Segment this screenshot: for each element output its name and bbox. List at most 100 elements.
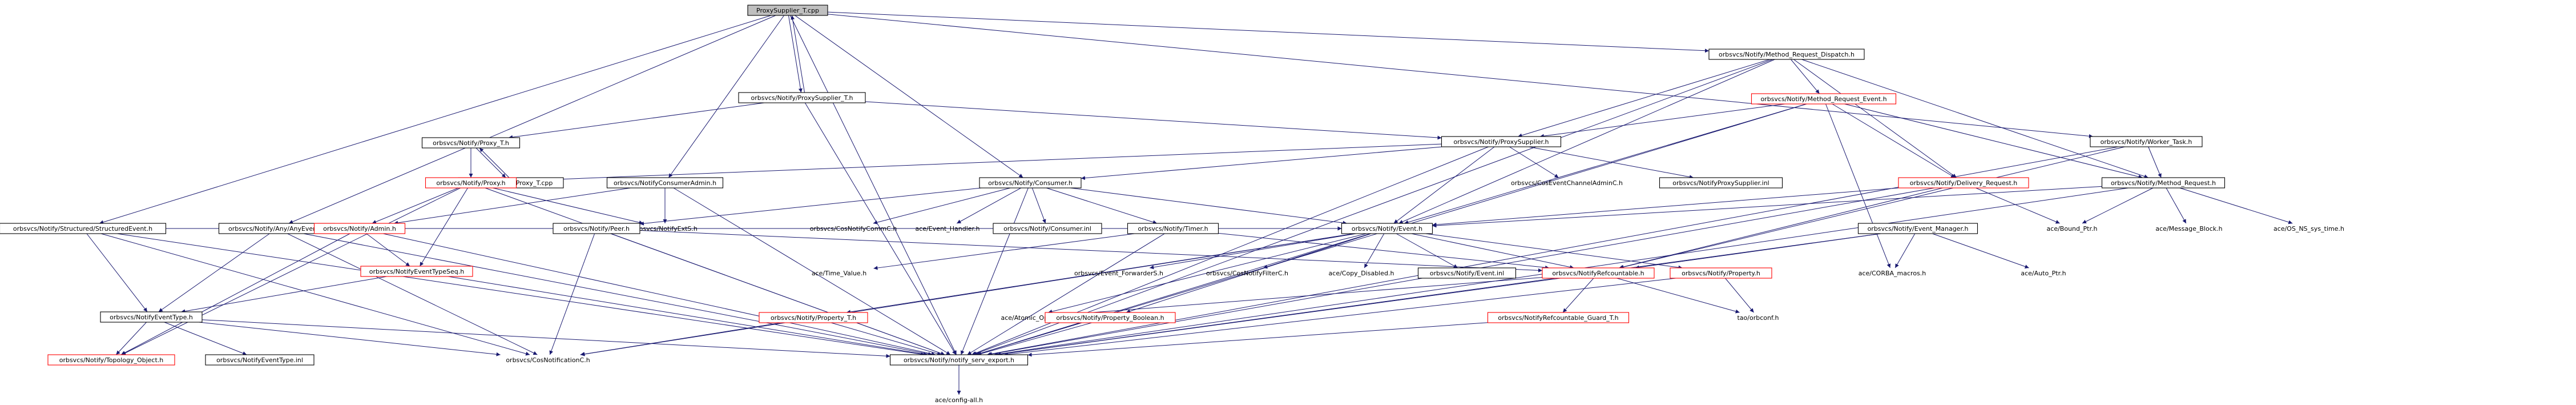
include-edge-mr_h-to-bound_h	[2082, 187, 2154, 224]
node-label: orbsvcs/Notify/Method_Request.h	[2111, 179, 2216, 187]
node-evhandler-h[interactable]: ace/Event_Handler.h	[915, 225, 979, 232]
include-edge-mr_h-to-msgblock_h	[2166, 187, 2187, 224]
node-refguard-h[interactable]: orbsvcs/NotifyRefcountable_Guard_T.h	[1487, 312, 1630, 323]
node-box	[759, 312, 868, 323]
node-export-h[interactable]: orbsvcs/Notify/notify_serv_export.h	[889, 354, 1029, 366]
node-msgblock-h[interactable]: ace/Message_Block.h	[2155, 225, 2222, 232]
include-edge-psup_h-to-proxy_h	[516, 143, 1442, 183]
node-label: orbsvcs/Notify/Property.h	[1682, 270, 1760, 277]
node-ext-h[interactable]: orbsvcs/NotifyExtS.h	[632, 225, 698, 232]
node-label: orbsvcs/NotifyConsumerAdmin.h	[614, 179, 716, 187]
include-edge-admin_h-to-topology_h	[120, 233, 350, 355]
node-corba-macros[interactable]: ace/CORBA_macros.h	[1859, 270, 1926, 277]
include-edge-root-to-worker_h	[827, 14, 2093, 138]
node-commc-h[interactable]: orbsvcs/CosNotifyCommC.h	[810, 225, 897, 232]
node-timer-h[interactable]: orbsvcs/Notify/Timer.h	[1127, 223, 1219, 234]
node-evtypeseq-h[interactable]: orbsvcs/NotifyEventTypeSeq.h	[360, 266, 473, 277]
include-edge-consumer_h-to-evhandler_h	[957, 187, 1021, 224]
include-edge-delivery_h-to-event_h	[1432, 187, 1899, 227]
node-psi-h[interactable]: orbsvcs/NotifyProxySupplier.inl	[1659, 177, 1783, 189]
include-edge-root-to-ps_t_h	[788, 15, 803, 93]
node-mr-h[interactable]: orbsvcs/Notify/Method_Request.h	[2101, 177, 2226, 189]
node-worker-h[interactable]: orbsvcs/Notify/Worker_Task.h	[2090, 136, 2203, 147]
node-proxy-h[interactable]: orbsvcs/Notify/Proxy.h	[425, 177, 517, 189]
node-property-h[interactable]: orbsvcs/Notify/Property.h	[1670, 267, 1772, 279]
node-consumer-inl[interactable]: orbsvcs/Notify/Consumer.inl	[993, 223, 1102, 234]
node-mre-h[interactable]: orbsvcs/Notify/Method_Request_Event.h	[1751, 93, 1897, 105]
node-copydis-h[interactable]: ace/Copy_Disabled.h	[1329, 270, 1394, 277]
node-ossys-h[interactable]: ace/OS_NS_sys_time.h	[2273, 225, 2344, 232]
node-label: ace/Event_Handler.h	[915, 225, 979, 232]
include-edge-evtype_h-to-cosnotif_h	[199, 322, 501, 356]
node-label: orbsvcs/Notify/Method_Request_Event.h	[1760, 95, 1886, 103]
node-box	[1045, 312, 1176, 323]
include-edge-propt_h-to-export_h	[831, 322, 942, 356]
node-evtype-inl[interactable]: orbsvcs/NotifyEventType.inl	[205, 354, 315, 366]
node-evmgr-h[interactable]: orbsvcs/Notify/Event_Manager.h	[1857, 223, 1978, 234]
node-box	[738, 92, 866, 103]
node-label: ace/CORBA_macros.h	[1859, 270, 1926, 277]
node-proxy-t-h[interactable]: orbsvcs/Notify/Proxy_T.h	[421, 137, 521, 149]
node-evfwd-h[interactable]: orbsvcs/Event_ForwarderS.h	[1074, 270, 1163, 277]
include-edge-event_h-to-property_h	[1425, 233, 1683, 270]
include-edge-propt_h-to-cosnotif_h	[580, 322, 781, 356]
node-propt-h[interactable]: orbsvcs/Notify/Property_T.h	[759, 312, 868, 323]
node-mrd-h[interactable]: orbsvcs/Notify/Method_Request_Dispatch.h	[1708, 49, 1865, 60]
include-edge-proxy_t_cpp-to-proxy_t_h	[479, 147, 510, 178]
node-box	[1708, 49, 1865, 60]
node-propbool-h[interactable]: orbsvcs/Notify/Property_Boolean.h	[1045, 312, 1176, 323]
include-edge-evmgr_h-to-corba_macros	[1894, 233, 1916, 268]
node-bound-h[interactable]: ace/Bound_Ptr.h	[2047, 225, 2098, 232]
node-cadmin-h[interactable]: orbsvcs/NotifyConsumerAdmin.h	[606, 177, 724, 189]
include-edge-proxy_h-to-ext_h	[493, 187, 643, 224]
include-edge-timer_h-to-timeval_h	[873, 233, 1135, 270]
node-psup-h[interactable]: orbsvcs/Notify/ProxySupplier.h	[1441, 136, 1562, 147]
node-cecadmin-h[interactable]: orbsvcs/CosEventChannelAdminC.h	[1511, 179, 1623, 187]
node-config-h[interactable]: ace/config-all.h	[935, 396, 983, 404]
node-cosnotif-h[interactable]: orbsvcs/CosNotificationC.h	[506, 356, 590, 364]
node-box	[2090, 136, 2203, 147]
node-filterc-h[interactable]: orbsvcs/CosNotifyFilterC.h	[1206, 270, 1288, 277]
node-topology-h[interactable]: orbsvcs/Notify/Topology_Object.h	[47, 354, 175, 366]
node-box	[313, 223, 406, 234]
node-label: ProxySupplier_T.cpp	[756, 7, 819, 14]
node-admin-h[interactable]: orbsvcs/Notify/Admin.h	[313, 223, 406, 234]
node-timeval-h[interactable]: ace/Time_Value.h	[812, 270, 866, 277]
node-autoptr-h[interactable]: ace/Auto_Ptr.h	[2021, 270, 2066, 277]
node-event-inl[interactable]: orbsvcs/Notify/Event.inl	[1417, 267, 1517, 279]
include-edge-property_h-to-tao_orbconf	[1725, 278, 1754, 313]
include-edge-evtype_h-to-evtype_inl	[164, 322, 247, 355]
include-edge-evtype_h-to-topology_h	[116, 322, 147, 355]
node-evtype-h[interactable]: orbsvcs/NotifyEventType.h	[100, 311, 203, 323]
node-event-h[interactable]: orbsvcs/Notify/Event.h	[1341, 223, 1433, 234]
node-peer-h[interactable]: orbsvcs/Notify/Peer.h	[553, 223, 640, 234]
node-label: orbsvcs/Notify/Admin.h	[323, 225, 396, 232]
node-tao-orbconf[interactable]: tao/orbconf.h	[1737, 314, 1779, 322]
include-edge-struct_h-to-evtype_h	[86, 233, 148, 312]
node-label: orbsvcs/NotifyProxySupplier.inl	[1672, 179, 1769, 187]
node-label: orbsvcs/Notify/Consumer.inl	[1003, 225, 1091, 232]
node-label: tao/orbconf.h	[1737, 314, 1779, 322]
node-ps-t-h[interactable]: orbsvcs/Notify/ProxySupplier_T.h	[738, 92, 866, 103]
node-atomic-h[interactable]: ace/Atomic_Op.h	[1001, 314, 1054, 322]
node-box	[606, 177, 724, 189]
node-box	[1487, 312, 1630, 323]
include-edge-psup_h-to-consumer_h	[1081, 146, 1442, 181]
node-struct-h[interactable]: orbsvcs/Notify/Structured/StructuredEven…	[0, 223, 167, 234]
include-edge-event_h-to-refcount_h	[1411, 233, 1574, 269]
node-delivery-h[interactable]: orbsvcs/Notify/Delivery_Request.h	[1898, 177, 2029, 189]
include-edge-mre_h-to-mr_h	[1844, 103, 2143, 179]
node-label: orbsvcs/NotifyRefcountable.h	[1552, 270, 1644, 277]
node-refcount-h[interactable]: orbsvcs/NotifyRefcountable.h	[1542, 267, 1655, 279]
node-label: ace/Copy_Disabled.h	[1329, 270, 1394, 277]
node-box	[1857, 223, 1978, 234]
include-edge-psup_h-to-event_h	[1393, 146, 1495, 224]
include-edge-peer_h-to-export_h	[610, 233, 945, 355]
include-edge-event_h-to-atomic_h	[1048, 233, 1366, 314]
node-label: orbsvcs/Notify/Consumer.h	[988, 179, 1073, 187]
include-edge-event_h-to-event_inl	[1396, 233, 1458, 268]
node-any-h[interactable]: orbsvcs/Notify/Any/AnyEvent.h	[218, 223, 336, 234]
include-edge-delivery_h-to-refcount_h	[1619, 187, 1943, 269]
include-edge-struct_h-to-cosnotif_h	[100, 233, 530, 356]
node-consumer-h[interactable]: orbsvcs/Notify/Consumer.h	[979, 177, 1082, 189]
